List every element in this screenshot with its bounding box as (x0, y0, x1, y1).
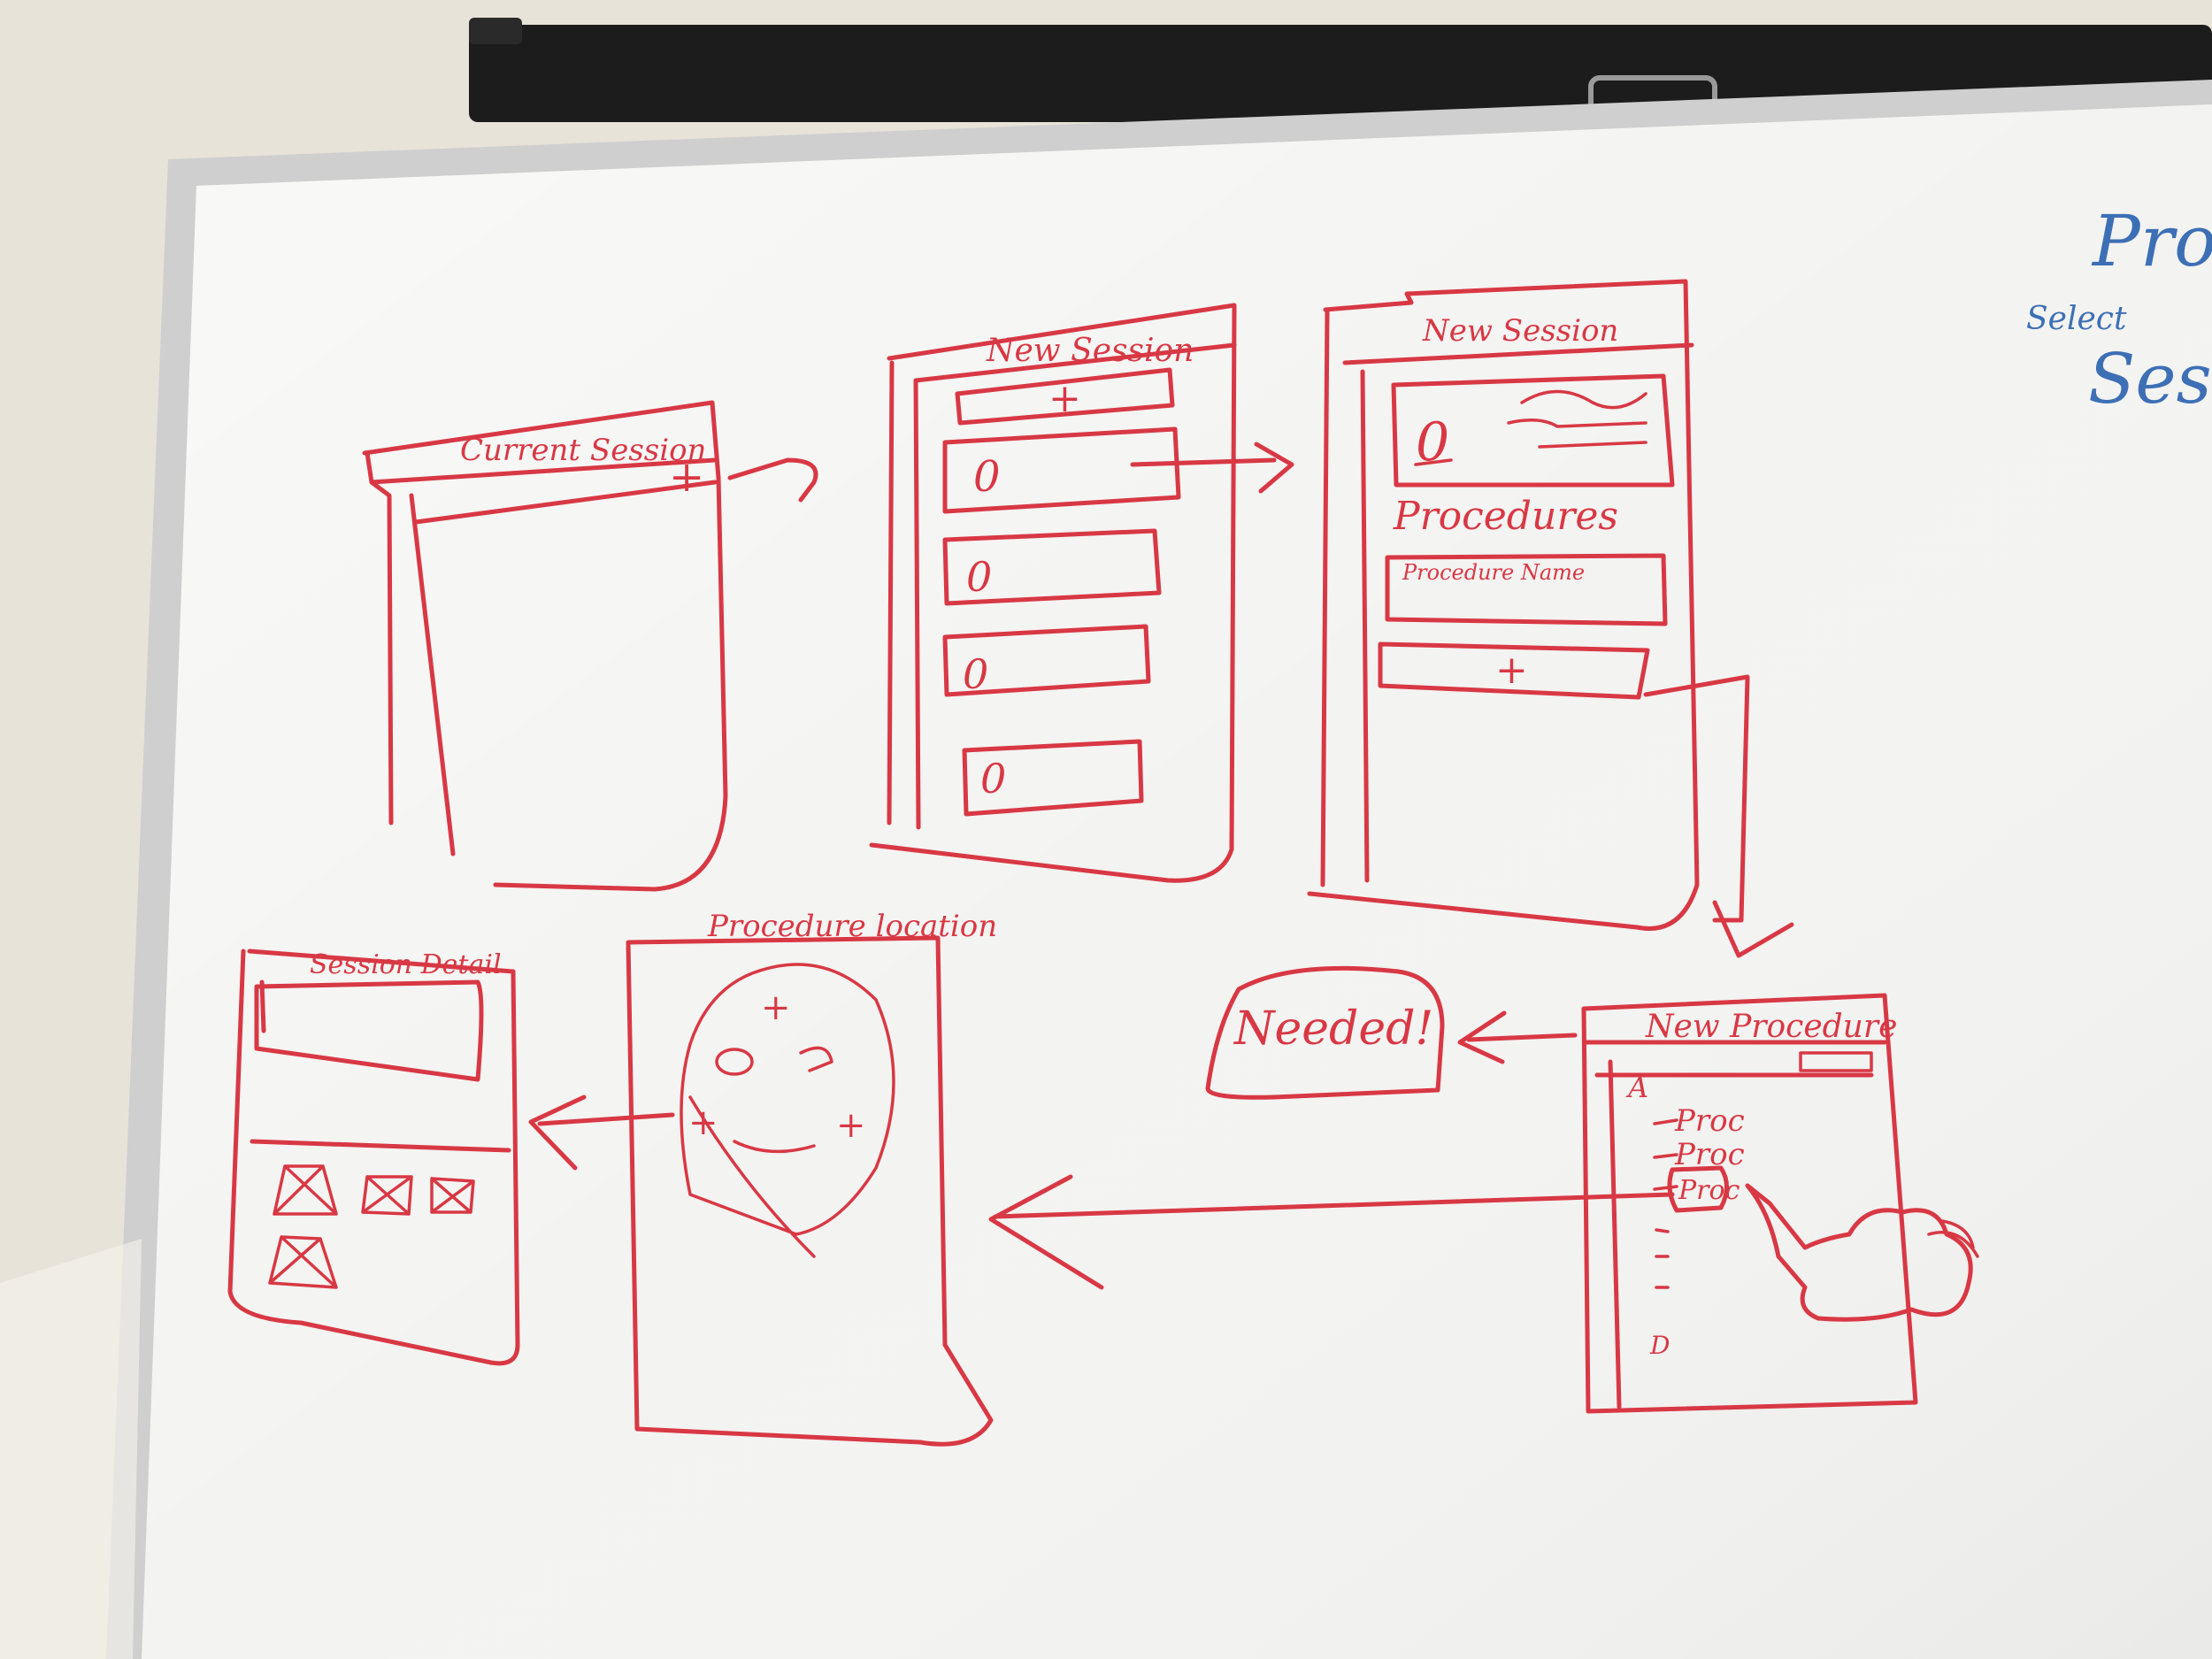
sketch-current-session: Current Session + (362, 400, 818, 892)
side-notes: Proc Select Ses (2026, 200, 2212, 419)
new-session-detail-section-label: Procedures (1393, 494, 1618, 539)
new-procedure-footer-letter: D (1649, 1331, 1670, 1360)
side-note-middle: Select (2026, 301, 2127, 337)
sketch-procedure-location: Procedure location + + + (528, 909, 997, 1447)
new-session-list-add-symbol: + (1048, 376, 1081, 421)
current-session-add-symbol: + (669, 452, 704, 502)
side-note-bottom: Ses (2088, 340, 2212, 419)
new-session-detail-field-label: Procedure Name (1402, 560, 1585, 585)
new-session-detail-add-symbol: + (1495, 648, 1528, 693)
side-note-top: Proc (2091, 200, 2212, 282)
new-session-list-item-3: 0 (963, 650, 988, 698)
light-reflection (0, 1239, 142, 1659)
sketch-new-session-list: New Session + 0 0 0 0 (869, 303, 1294, 883)
session-detail-title: Session Detail (310, 949, 502, 980)
new-session-list-item-4: 0 (980, 755, 1006, 803)
new-session-list-item-2: 0 (966, 553, 992, 601)
new-procedure-item-3: Proc (1678, 1175, 1740, 1206)
procedure-location-title: Procedure location (707, 909, 997, 944)
sketch-new-procedure: New Procedure A Proc Proc Proc D (988, 993, 1979, 1414)
needed-note-text: Needed! (1233, 1002, 1433, 1056)
new-session-detail-title: New Session (1422, 313, 1618, 349)
new-session-list-title: New Session (986, 333, 1194, 369)
sketch-new-session-detail: New Session 0 Procedures Procedure Name … (1307, 279, 1794, 958)
procedure-location-marker-right: + (836, 1105, 866, 1146)
sketch-needed-note: Needed! (1205, 965, 1578, 1100)
new-procedure-index-letter: A (1625, 1071, 1648, 1104)
procedure-location-marker-left: + (688, 1102, 718, 1143)
procedure-location-marker-top: + (761, 987, 791, 1028)
new-procedure-title: New Procedure (1645, 1009, 1897, 1045)
new-session-list-item-1: 0 (973, 452, 1001, 502)
sketch-session-detail: Session Detail (227, 949, 520, 1366)
current-session-title: Current Session (460, 433, 706, 468)
new-procedure-item-1: Proc (1674, 1103, 1745, 1139)
